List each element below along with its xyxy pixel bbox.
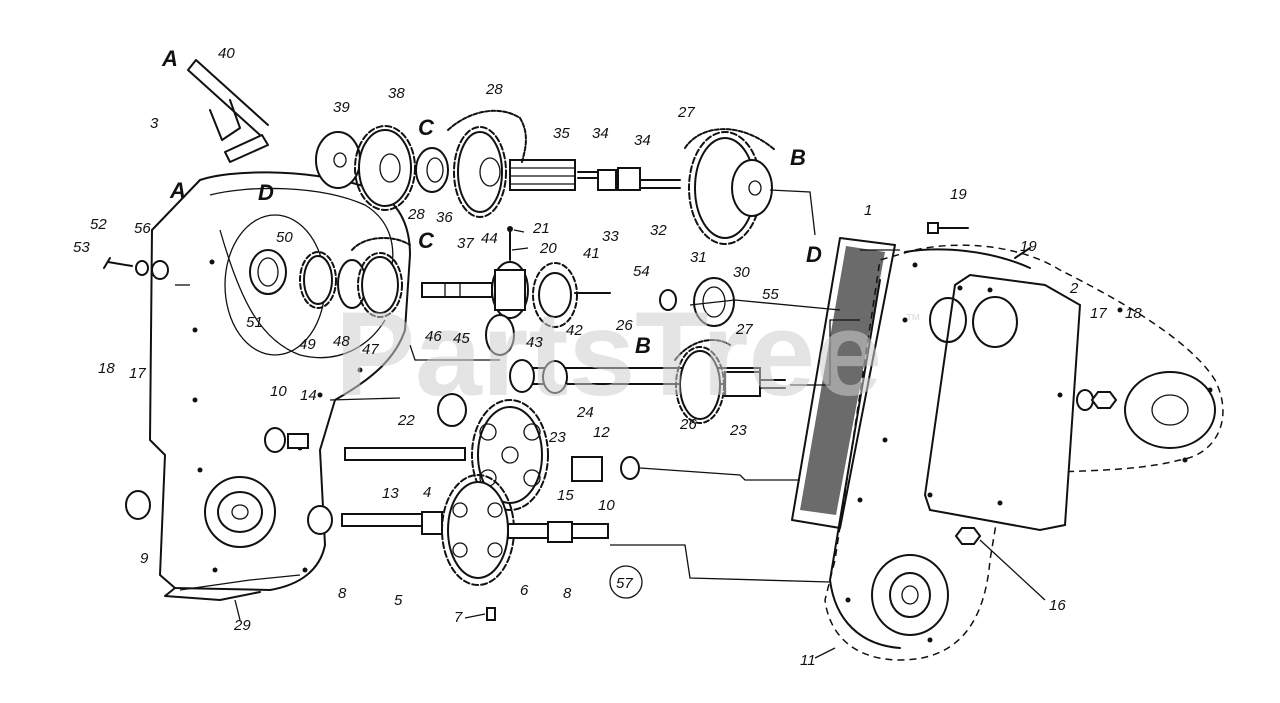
callout-28: 28 bbox=[485, 81, 503, 98]
left-housing-half bbox=[149, 171, 411, 601]
callout-35: 35 bbox=[553, 125, 570, 142]
ref-letter-c: C bbox=[418, 228, 435, 253]
callout-22: 22 bbox=[397, 412, 415, 429]
lower-shaft-parts bbox=[125, 339, 786, 621]
ref-letter-b: B bbox=[790, 145, 806, 170]
callout-8: 8 bbox=[563, 585, 572, 602]
callout-55: 55 bbox=[762, 286, 779, 303]
callout-33: 33 bbox=[602, 228, 619, 245]
callout-17: 17 bbox=[129, 365, 146, 382]
callout-10: 10 bbox=[598, 497, 615, 514]
reference-letters: A A B B C C D D bbox=[161, 46, 822, 358]
callout-10: 10 bbox=[270, 383, 287, 400]
callout-6: 6 bbox=[520, 582, 529, 599]
callout-54: 54 bbox=[633, 263, 650, 280]
callout-50: 50 bbox=[276, 229, 293, 246]
callout-46: 46 bbox=[425, 328, 442, 345]
callout-31: 31 bbox=[690, 249, 707, 266]
callout-8: 8 bbox=[338, 585, 347, 602]
ref-letter-d: D bbox=[258, 180, 274, 205]
ref-letter-b: B bbox=[635, 333, 651, 358]
callout-34: 34 bbox=[634, 132, 651, 149]
watermark-text: PartsTree bbox=[335, 287, 882, 421]
callout-51: 51 bbox=[246, 314, 263, 331]
callout-37: 37 bbox=[457, 235, 474, 252]
callout-53: 53 bbox=[73, 239, 90, 256]
callout-30: 30 bbox=[733, 264, 750, 281]
callout-leaders bbox=[234, 229, 1046, 659]
callout-42: 42 bbox=[566, 322, 583, 339]
callout-12: 12 bbox=[593, 424, 610, 441]
callout-4: 4 bbox=[423, 484, 431, 501]
callout-57: 57 bbox=[616, 575, 633, 592]
callout-32: 32 bbox=[650, 222, 667, 239]
callout-18: 18 bbox=[98, 360, 115, 377]
callout-24: 24 bbox=[576, 404, 594, 421]
callout-44: 44 bbox=[481, 230, 498, 247]
callout-34: 34 bbox=[592, 125, 609, 142]
callout-11: 11 bbox=[800, 652, 816, 669]
callout-40: 40 bbox=[218, 45, 235, 62]
callout-15: 15 bbox=[557, 487, 574, 504]
callout-27: 27 bbox=[735, 321, 753, 338]
callout-26: 26 bbox=[679, 416, 697, 433]
callout-23: 23 bbox=[729, 422, 747, 439]
ref-letter-a: A bbox=[169, 178, 186, 203]
callout-39: 39 bbox=[333, 99, 350, 116]
callout-36: 36 bbox=[436, 209, 453, 226]
callout-5: 5 bbox=[394, 592, 403, 609]
callout-45: 45 bbox=[453, 330, 470, 347]
callout-49: 49 bbox=[299, 336, 316, 353]
ref-letter-d: D bbox=[806, 242, 822, 267]
callout-48: 48 bbox=[333, 333, 350, 350]
callout-1: 1 bbox=[864, 202, 872, 219]
callout-19: 19 bbox=[1020, 238, 1037, 255]
callout-14: 14 bbox=[300, 387, 317, 404]
callout-18: 18 bbox=[1125, 305, 1142, 322]
callout-17: 17 bbox=[1090, 305, 1107, 322]
callout-21: 21 bbox=[532, 220, 550, 237]
ref-letter-a: A bbox=[161, 46, 178, 71]
watermark-trademark: ™ bbox=[905, 312, 921, 329]
callout-16: 16 bbox=[1049, 597, 1066, 614]
callout-41: 41 bbox=[583, 245, 600, 262]
callout-3: 3 bbox=[150, 115, 159, 132]
callout-7: 7 bbox=[454, 609, 463, 626]
gear-38 bbox=[354, 125, 416, 211]
callout-9: 9 bbox=[140, 550, 149, 567]
part-callouts: 40 3 39 38 28 35 34 34 27 36 37 33 32 31… bbox=[73, 45, 1142, 669]
callout-20: 20 bbox=[539, 240, 557, 257]
middle-shaft-parts bbox=[103, 226, 735, 356]
ref-letter-c: C bbox=[418, 115, 435, 140]
callout-38: 38 bbox=[388, 85, 405, 102]
callout-19: 19 bbox=[950, 186, 967, 203]
callout-56: 56 bbox=[134, 220, 151, 237]
callout-23: 23 bbox=[548, 429, 566, 446]
right-housing-half bbox=[824, 244, 1224, 661]
callout-27: 27 bbox=[677, 104, 695, 121]
callout-29: 29 bbox=[233, 617, 251, 634]
cover-plate bbox=[923, 222, 1118, 545]
callout-26: 26 bbox=[615, 317, 633, 334]
callout-43: 43 bbox=[526, 334, 543, 351]
reference-lines bbox=[175, 189, 900, 583]
callout-13: 13 bbox=[382, 485, 399, 502]
top-shaft-parts bbox=[187, 59, 776, 245]
callout-28: 28 bbox=[407, 206, 425, 223]
callout-52: 52 bbox=[90, 216, 107, 233]
callout-47: 47 bbox=[362, 341, 379, 358]
callout-2: 2 bbox=[1069, 280, 1079, 297]
